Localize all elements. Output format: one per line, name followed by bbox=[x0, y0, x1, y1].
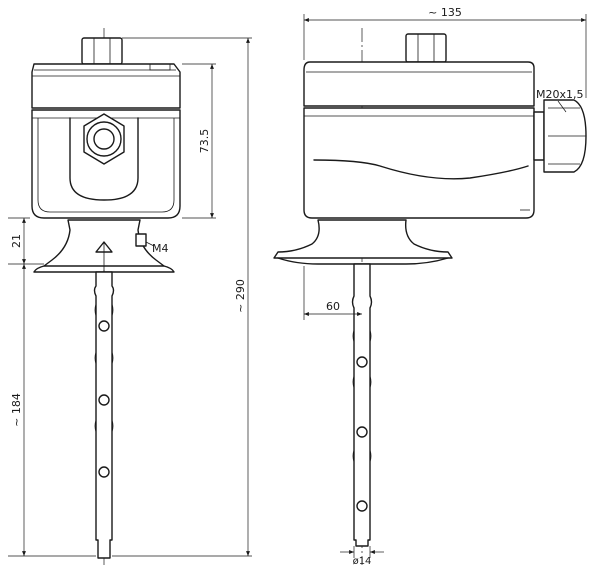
dimension-total-height: ~ 290 bbox=[234, 38, 250, 556]
side-top-fitting bbox=[405, 33, 447, 63]
total-height-label: ~ 290 bbox=[234, 279, 247, 313]
front-cable-gland bbox=[83, 113, 125, 165]
front-top-fitting bbox=[81, 37, 123, 65]
side-flange bbox=[273, 219, 453, 265]
side-housing-base bbox=[303, 107, 535, 219]
dimension-overall-width: ~ 135 bbox=[304, 6, 586, 22]
front-probe bbox=[93, 271, 115, 559]
dimension-housing-height: 73.5 bbox=[198, 64, 214, 218]
side-probe bbox=[351, 263, 373, 547]
side-cable-gland bbox=[533, 99, 587, 173]
side-view: M20x1,5 bbox=[273, 6, 587, 567]
front-view: 73.5 ~ 290 21 ~ 184 M4 bbox=[8, 28, 252, 565]
dimension-probe-length: ~ 184 bbox=[10, 264, 26, 556]
front-housing-lid bbox=[31, 63, 181, 109]
dimension-flange-height: 21 bbox=[10, 218, 26, 264]
housing-height-label: 73.5 bbox=[198, 129, 211, 154]
screw-callout: M4 bbox=[145, 241, 169, 255]
front-extension-lines bbox=[8, 37, 252, 557]
dimension-offset: 60 bbox=[304, 300, 362, 316]
dimension-probe-diameter: ø14 bbox=[340, 550, 384, 567]
overall-width-label: ~ 135 bbox=[428, 6, 462, 19]
offset-label: 60 bbox=[326, 300, 340, 313]
flange-height-label: 21 bbox=[10, 234, 23, 248]
cable-gland-label: M20x1,5 bbox=[536, 88, 584, 101]
probe-diameter-label: ø14 bbox=[353, 556, 372, 567]
gland-callout: M20x1,5 bbox=[536, 88, 584, 113]
probe-length-label: ~ 184 bbox=[10, 393, 23, 427]
side-housing-lid bbox=[303, 61, 535, 107]
front-housing-base bbox=[31, 109, 181, 219]
front-flange bbox=[33, 219, 175, 273]
screw-label: M4 bbox=[152, 242, 169, 255]
